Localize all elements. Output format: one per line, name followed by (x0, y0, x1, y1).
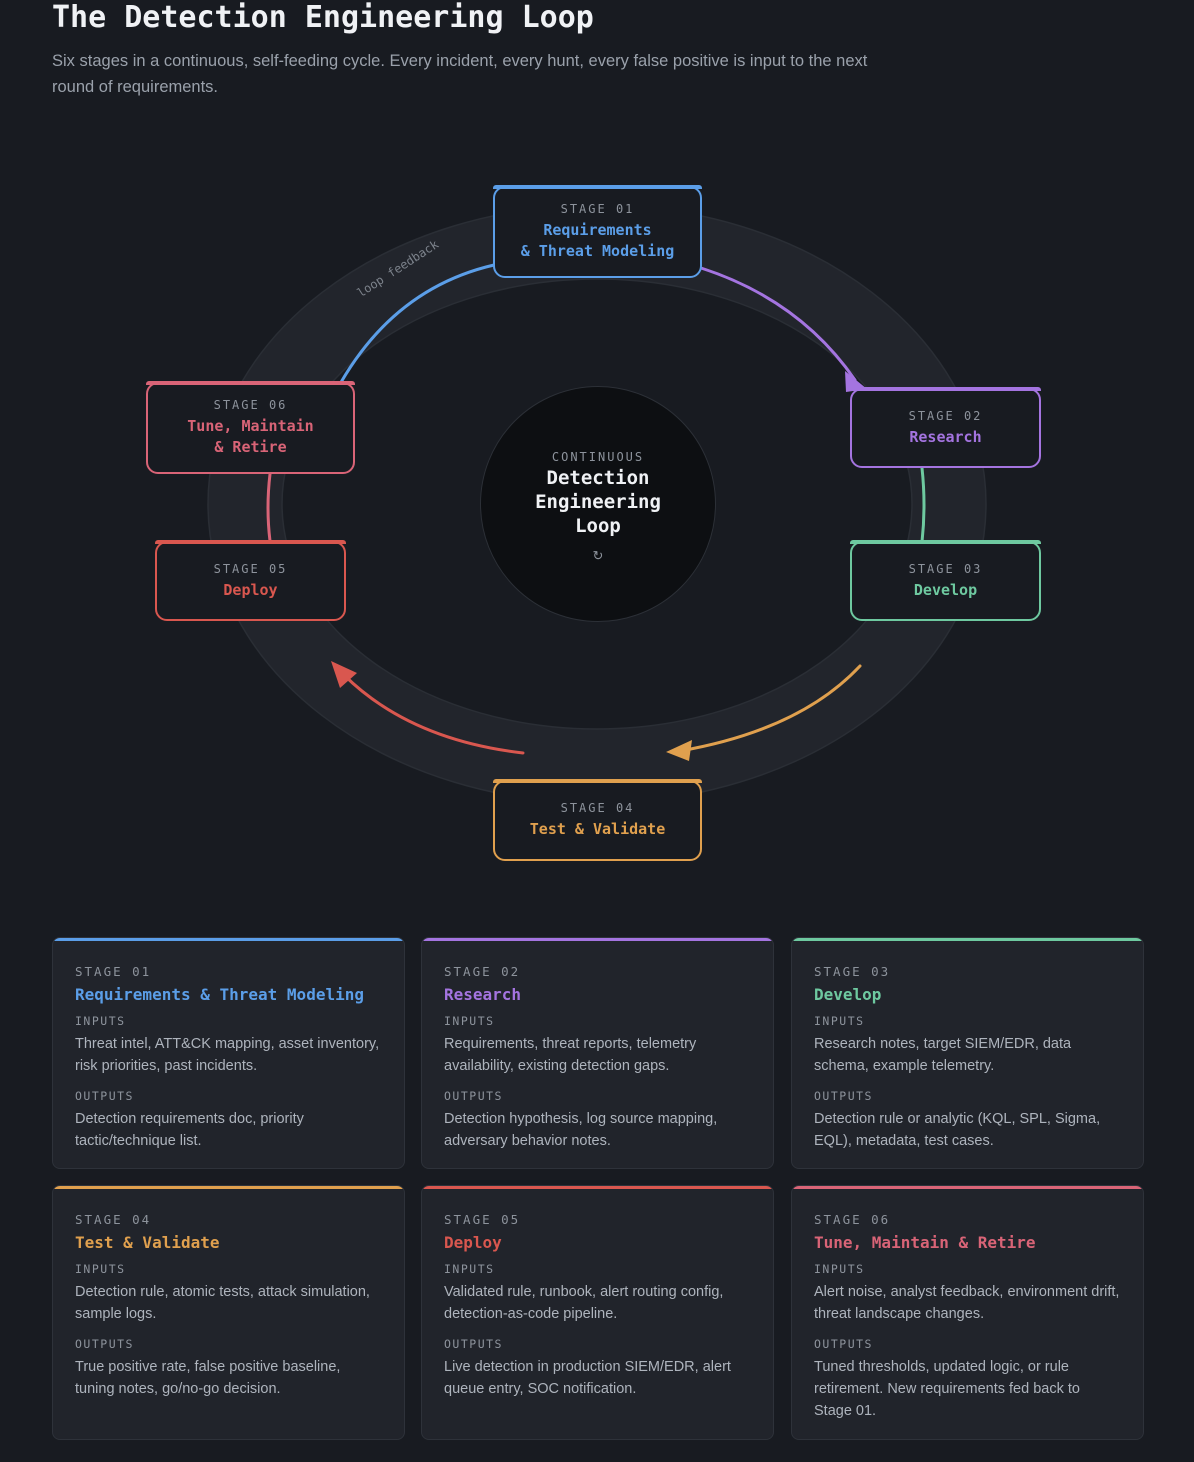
outputs-text: Detection hypothesis, log source mapping… (444, 1111, 718, 1149)
node-accent (155, 540, 346, 544)
node-title: Test & Validate (529, 820, 666, 838)
node-stage-03[interactable]: STAGE 03 Develop (850, 540, 1041, 621)
card-accent (422, 938, 773, 941)
card-stage-01: STAGE 01 Requirements & Threat Modeling … (52, 937, 405, 1169)
card-accent (53, 1186, 404, 1189)
node-accent (850, 540, 1041, 544)
node-accent (850, 387, 1041, 391)
arrow-03-04 (666, 740, 692, 761)
outputs-label: OUTPUTS (75, 1337, 134, 1351)
outputs-text: Detection rule or analytic (KQL, SPL, Si… (814, 1111, 1101, 1149)
arrow-01-02 (845, 371, 867, 392)
outputs-label: OUTPUTS (814, 1337, 873, 1351)
connector-01-02 (699, 266, 857, 382)
node-label: STAGE 04 (560, 801, 635, 815)
card-accent (53, 938, 404, 941)
inputs-label: INPUTS (814, 1262, 865, 1276)
connector-03-04 (678, 664, 862, 753)
node-label: STAGE 01 (560, 202, 635, 216)
node-title: Requirements & Threat Modeling (520, 221, 675, 260)
card-stage-04: STAGE 04 Test & Validate INPUTS Detectio… (52, 1185, 405, 1440)
card-title: Research (444, 985, 522, 1004)
outputs-label: OUTPUTS (444, 1089, 503, 1103)
card-accent (792, 938, 1143, 941)
outputs-text: Tuned thresholds, updated logic, or rule… (814, 1359, 1080, 1419)
node-label: STAGE 02 (908, 408, 983, 423)
node-stage-06[interactable]: STAGE 06 Tune, Maintain & Retire (146, 381, 355, 474)
card-stage-label: STAGE 06 (814, 1212, 891, 1227)
outputs-text: True positive rate, false positive basel… (75, 1359, 341, 1397)
arrow-04-05 (331, 661, 357, 688)
inputs-text: Alert noise, analyst feedback, environme… (814, 1284, 1120, 1322)
inputs-label: INPUTS (814, 1014, 865, 1028)
outputs-text: Live detection in production SIEM/EDR, a… (444, 1359, 731, 1397)
outputs-label: OUTPUTS (814, 1089, 873, 1103)
card-stage-label: STAGE 05 (444, 1212, 521, 1227)
card-stage-05: STAGE 05 Deploy INPUTS Validated rule, r… (421, 1185, 774, 1440)
card-title: Tune, Maintain & Retire (814, 1233, 1036, 1252)
card-stage-03: STAGE 03 Develop INPUTS Research notes, … (791, 937, 1144, 1169)
card-stage-label: STAGE 04 (75, 1212, 152, 1227)
cycle-icon: ↻ (592, 548, 604, 563)
inputs-text: Validated rule, runbook, alert routing c… (444, 1284, 724, 1322)
inputs-text: Research notes, target SIEM/EDR, data sc… (814, 1036, 1072, 1074)
node-title: Tune, Maintain & Retire (187, 417, 314, 456)
node-stage-01[interactable]: STAGE 01 Requirements & Threat Modeling (493, 185, 702, 278)
card-stage-02: STAGE 02 Research INPUTS Requirements, t… (421, 937, 774, 1169)
node-stage-04[interactable]: STAGE 04 Test & Validate (493, 779, 702, 861)
center-title: Detection Engineering Loop (535, 467, 661, 537)
inputs-text: Detection rule, atomic tests, attack sim… (75, 1284, 370, 1322)
inputs-label: INPUTS (444, 1262, 495, 1276)
inputs-label: INPUTS (444, 1014, 495, 1028)
inputs-label: INPUTS (75, 1262, 126, 1276)
card-title: Develop (814, 985, 882, 1004)
card-stage-label: STAGE 02 (444, 964, 521, 979)
node-title: Deploy (223, 580, 278, 599)
card-stage-label: STAGE 01 (75, 964, 152, 979)
outputs-label: OUTPUTS (444, 1337, 503, 1351)
outputs-label: OUTPUTS (75, 1089, 134, 1103)
inputs-label: INPUTS (75, 1014, 126, 1028)
connector-05-06 (266, 472, 272, 543)
connector-02-03 (920, 466, 926, 544)
node-label: STAGE 06 (213, 398, 288, 412)
page-subtitle: Six stages in a continuous, self-feeding… (52, 52, 868, 96)
card-title: Requirements & Threat Modeling (75, 985, 364, 1004)
node-stage-05[interactable]: STAGE 05 Deploy (155, 540, 346, 621)
connector-04-05 (342, 673, 525, 755)
card-accent (792, 1186, 1143, 1189)
node-title: Research (909, 427, 982, 446)
node-label: STAGE 05 (213, 561, 288, 576)
page-title: The Detection Engineering Loop (52, 0, 594, 35)
card-accent (422, 1186, 773, 1189)
node-title: Develop (913, 580, 978, 599)
card-stage-label: STAGE 03 (814, 964, 891, 979)
node-accent (146, 381, 355, 385)
outputs-text: Detection requirements doc, priority tac… (75, 1111, 304, 1149)
node-accent (493, 779, 702, 783)
center-label: CONTINUOUS (551, 450, 645, 464)
node-accent (493, 185, 702, 189)
card-title: Deploy (444, 1233, 502, 1252)
node-label: STAGE 03 (908, 561, 983, 576)
loop-center: CONTINUOUS Detection Engineering Loop ↻ (480, 386, 716, 622)
node-stage-02[interactable]: STAGE 02 Research (850, 387, 1041, 468)
card-title: Test & Validate (75, 1233, 220, 1252)
card-stage-06: STAGE 06 Tune, Maintain & Retire INPUTS … (791, 1185, 1144, 1440)
inputs-text: Requirements, threat reports, telemetry … (444, 1036, 697, 1074)
inputs-text: Threat intel, ATT&CK mapping, asset inve… (75, 1036, 380, 1074)
connector-06-01 (338, 263, 496, 386)
